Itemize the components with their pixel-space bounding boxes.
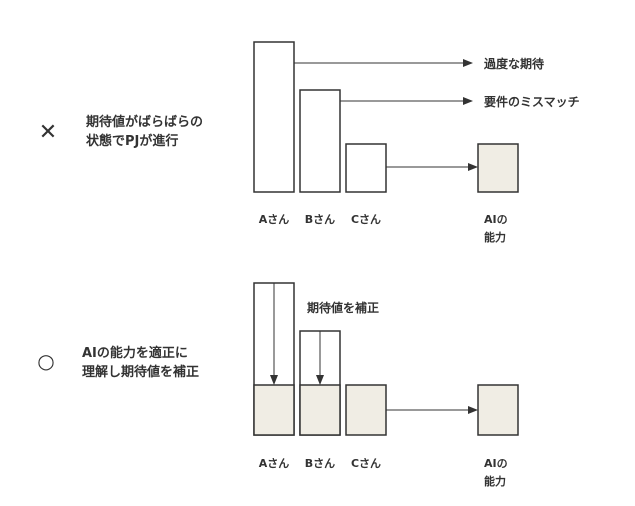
- bottom-annotation-correct: 期待値を補正: [307, 300, 379, 315]
- top-annotation-excess: 過度な期待: [483, 56, 544, 71]
- top-bar-ai: [477, 143, 519, 193]
- top-bar-b: [299, 89, 341, 193]
- top-description-line2: 状態でPJが進行: [86, 133, 178, 149]
- top-label-c: Cさん: [351, 213, 381, 226]
- bottom-description-line2: 理解し期待値を補正: [82, 364, 199, 380]
- top-label-b: Bさん: [305, 213, 335, 226]
- top-annotation-mismatch: 要件のミスマッチ: [484, 94, 580, 109]
- top-bar-c: [345, 143, 387, 193]
- bottom-bar-ai: [477, 384, 519, 436]
- bottom-bar-c: [345, 384, 387, 436]
- top-ai-label-line2: 能力: [484, 230, 506, 244]
- top-marker-cross: ✕: [39, 120, 57, 145]
- top-bar-a: [253, 41, 295, 193]
- bottom-label-a: Aさん: [259, 457, 290, 470]
- top-description-line1: 期待値がばらばらの: [86, 114, 203, 130]
- bottom-description-line1: AIの能力を適正に: [82, 345, 188, 361]
- bottom-ai-label-line1: AIの: [484, 457, 508, 470]
- top-ai-label-line1: AIの: [484, 213, 508, 226]
- bottom-ai-label-line2: 能力: [484, 474, 506, 488]
- bottom-marker-circle: ○: [37, 349, 54, 373]
- bottom-label-c: Cさん: [351, 457, 381, 470]
- top-label-a: Aさん: [259, 213, 290, 226]
- bottom-label-b: Bさん: [305, 457, 335, 470]
- bottom-bar-a-corrected: [253, 384, 295, 436]
- bottom-bar-b-corrected: [299, 384, 341, 436]
